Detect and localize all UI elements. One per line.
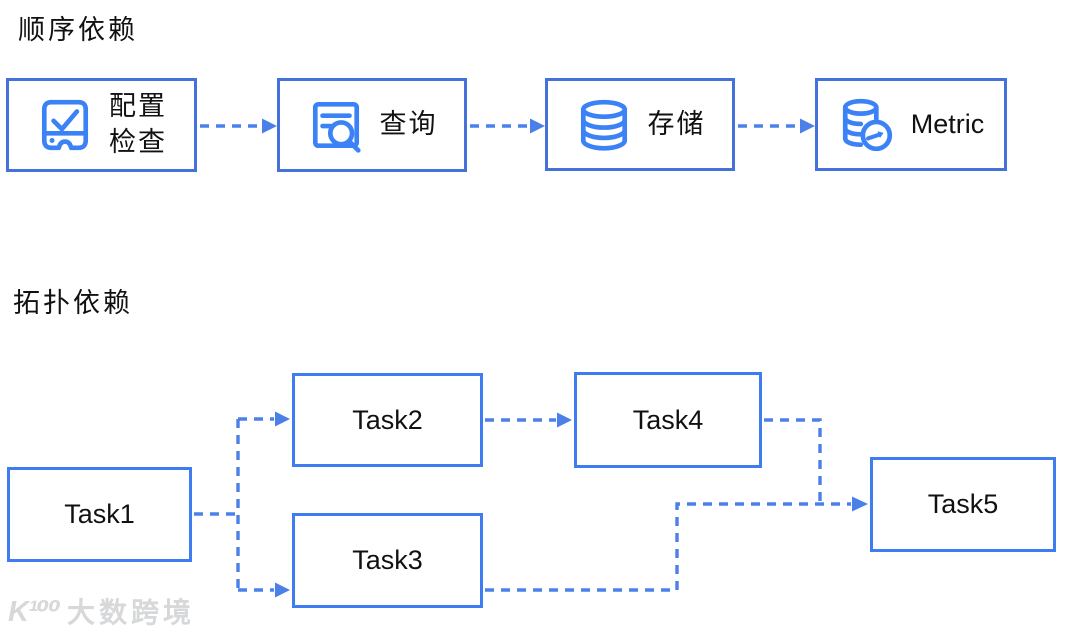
node-task5: Task5 [870, 457, 1056, 552]
node-task4: Task4 [574, 372, 762, 468]
arrow-task1-to-task3 [238, 582, 290, 598]
arrow-storage-to-metric [738, 118, 815, 134]
node-task3: Task3 [292, 513, 483, 608]
node-label: Task1 [64, 499, 135, 529]
node-task1: Task1 [7, 467, 192, 562]
arrow-config-to-query [200, 118, 277, 134]
watermark: K¹⁰⁰ 大数跨境 [8, 591, 195, 631]
node-label: 配置 检查 [109, 91, 167, 158]
database-metric-icon [838, 96, 896, 154]
document-search-icon [307, 96, 365, 154]
node-label: Task2 [352, 404, 423, 435]
node-config-check: 配置 检查 [6, 78, 197, 172]
node-label: 查询 [379, 109, 438, 141]
node-task2: Task2 [292, 373, 483, 467]
database-icon [575, 96, 633, 154]
arrow-task2-to-task4 [485, 412, 572, 428]
node-label: 存储 [647, 108, 706, 140]
arrow-task1-branch [194, 419, 240, 590]
arrow-task3-to-task5 [485, 496, 868, 592]
watermark-logo: K¹⁰⁰ [8, 595, 61, 628]
node-query: 查询 [277, 78, 467, 172]
node-label: Task3 [352, 545, 423, 575]
node-label: Task5 [927, 489, 999, 519]
node-metric: Metric [815, 78, 1007, 171]
node-label: Metric [910, 109, 985, 139]
watermark-text: 大数跨境 [67, 597, 196, 628]
arrow-task4-to-task5 [764, 418, 822, 504]
node-label: Task4 [632, 404, 704, 435]
arrow-task1-to-task2 [238, 411, 290, 427]
arrow-query-to-storage [470, 118, 545, 134]
sequential-section-title: 顺序依赖 [18, 15, 138, 46]
topology-section-title: 拓扑依赖 [13, 288, 133, 319]
node-storage: 存储 [545, 78, 735, 171]
device-check-icon [36, 96, 94, 154]
